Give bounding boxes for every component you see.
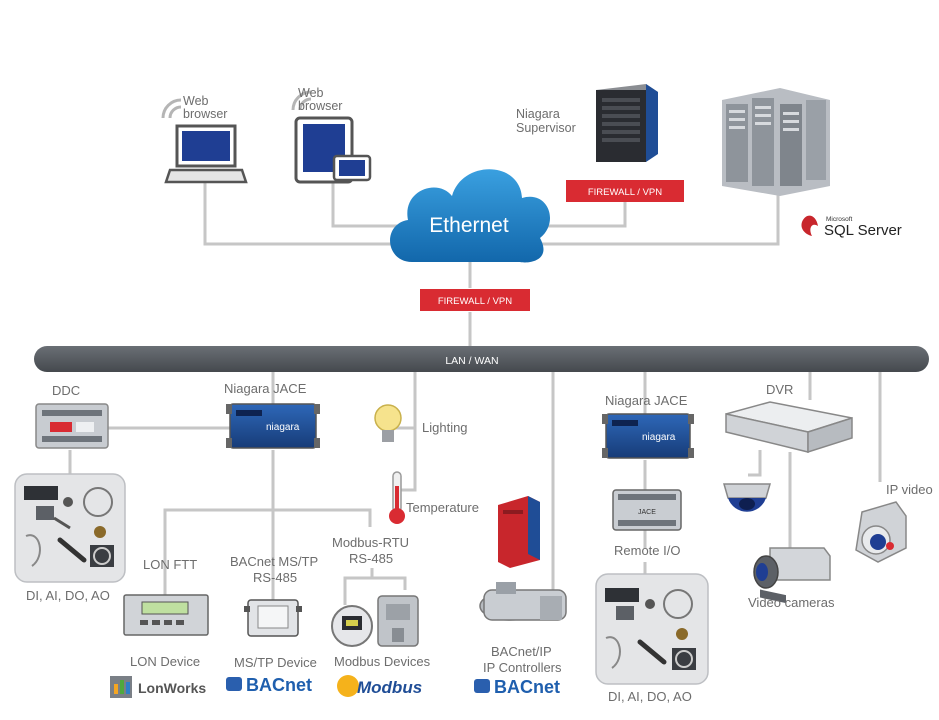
modbus-devices-icon	[331, 595, 419, 647]
right-io-label: DI, AI, DO, AO	[608, 689, 692, 704]
lon-device-label: LON Device	[130, 654, 200, 669]
svg-text:niagara: niagara	[642, 432, 676, 443]
sql-server-logo: Microsoft SQL Server	[801, 215, 902, 239]
lighting-bulb-icon	[374, 404, 402, 442]
box-camera-icon	[753, 547, 831, 589]
modbus-devices-label: Modbus Devices	[334, 654, 431, 669]
svg-text:SQL Server: SQL Server	[824, 222, 902, 239]
tablet-icon	[294, 116, 372, 184]
ddc-io-box	[14, 473, 126, 583]
sql-server-rack-icon	[722, 88, 830, 196]
mstp-device-icon	[244, 599, 302, 637]
svg-text:Modbus: Modbus	[357, 678, 422, 697]
ddc-controller-icon	[35, 403, 109, 449]
temperature-thermometer-icon	[389, 471, 405, 524]
lon-ftt-label: LON FTT	[143, 557, 197, 572]
svg-text:niagara: niagara	[266, 422, 300, 433]
firewall-mid: FIREWALL / VPN	[420, 289, 530, 311]
ddc-label: DDC	[52, 383, 80, 398]
connection-wires	[68, 182, 882, 605]
lighting-label: Lighting	[422, 420, 468, 435]
bus-label: LAN / WAN	[445, 355, 498, 367]
ip-controllers-icon	[479, 496, 567, 621]
svg-text:JACE: JACE	[638, 509, 656, 516]
bacnet-logo-center: BACnet	[474, 677, 560, 697]
ip-video-label: IP video	[886, 482, 933, 497]
right-io-box	[595, 573, 709, 685]
svg-text:Microsoft: Microsoft	[826, 216, 853, 223]
svg-text:LonWorks: LonWorks	[138, 680, 206, 696]
ethernet-cloud: Ethernet	[390, 169, 551, 263]
laptop-icon	[164, 124, 248, 184]
ddc-io-label: DI, AI, DO, AO	[26, 588, 110, 603]
remote-io-label: Remote I/O	[614, 543, 680, 558]
svg-text:BACnet: BACnet	[246, 675, 312, 695]
mstp-device-label: MS/TP Device	[234, 655, 317, 670]
dvr-recorder-icon	[725, 401, 853, 604]
remote-io-device-icon: JACE	[612, 489, 682, 531]
svg-text:BACnet: BACnet	[494, 677, 560, 697]
lonworks-logo: LonWorks	[110, 676, 206, 698]
right-jace-device-icon: niagara	[602, 413, 694, 459]
left-jace-device-icon: niagara	[226, 403, 320, 449]
lon-device-icon	[123, 594, 209, 636]
supervisor-server-icon	[596, 84, 658, 162]
firewall-top: FIREWALL / VPN	[566, 180, 684, 202]
modbus-logo: Modbus	[337, 675, 422, 697]
dvr-label: DVR	[766, 382, 793, 397]
firewall-top-label: FIREWALL / VPN	[588, 187, 662, 198]
firewall-mid-label: FIREWALL / VPN	[438, 296, 512, 307]
bacnet-logo-left: BACnet	[226, 675, 312, 695]
cloud-label: Ethernet	[429, 214, 509, 237]
temperature-label: Temperature	[406, 500, 479, 515]
ip-video-camera-icon	[855, 501, 907, 563]
lan-wan-bus: LAN / WAN	[34, 346, 929, 372]
video-cameras-label: Video cameras	[748, 595, 835, 610]
right-jace-label: Niagara JACE	[605, 393, 688, 408]
left-jace-label: Niagara JACE	[224, 381, 307, 396]
dome-camera-icon	[723, 483, 771, 512]
wifi-icon	[161, 90, 312, 119]
